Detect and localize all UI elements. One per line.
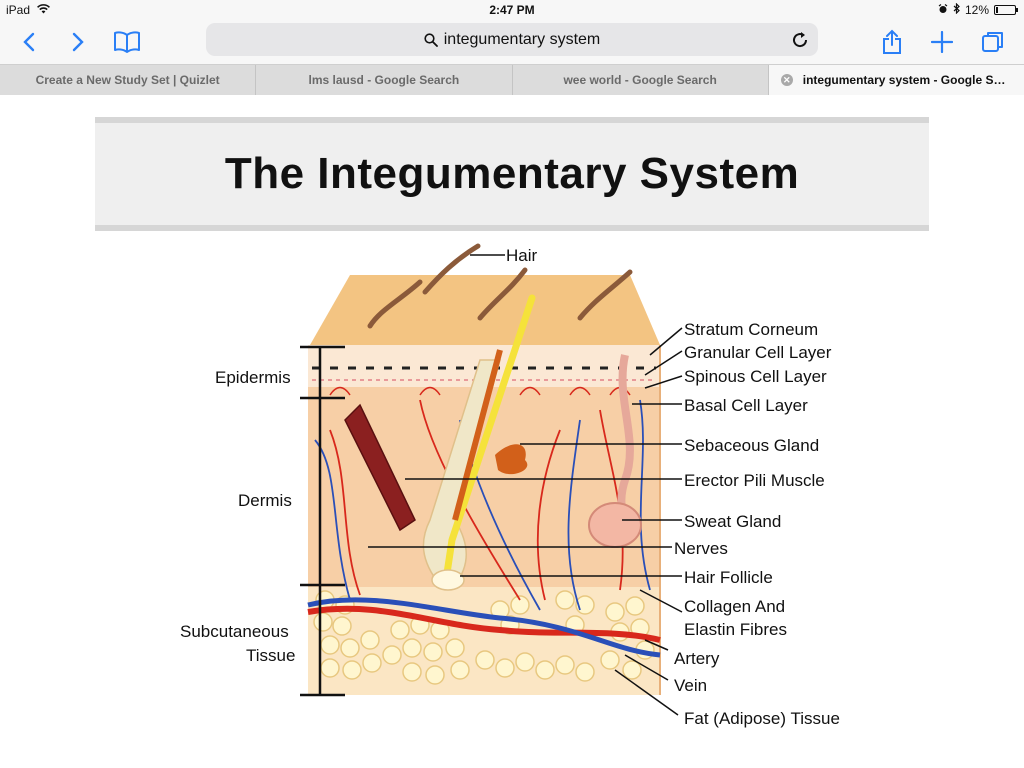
sebaceous-gland [495,444,528,475]
label-erector: Erector Pili Muscle [684,471,825,490]
inner-root-sheath [452,349,503,521]
browser-toolbar: integumentary system [0,20,1024,64]
label-sweat: Sweat Gland [684,512,781,531]
status-bar: iPad 2:47 PM 12% [0,0,1024,20]
label-vein: Vein [674,676,707,695]
tab-bar: Create a New Study Set | Quizlet lms lau… [0,64,1024,95]
reload-icon[interactable] [790,30,810,50]
sweat-gland [588,502,642,548]
tabs-overview-button[interactable] [977,26,1009,58]
tab-quizlet[interactable]: Create a New Study Set | Quizlet [0,65,257,95]
dermal-papillae [329,386,631,396]
label-sebaceous: Sebaceous Gland [684,436,819,455]
search-icon [424,32,438,47]
diagram-title: The Integumentary System [224,149,800,198]
label-nerves: Nerves [674,539,728,558]
vein [307,597,661,658]
erector-pili-muscle [344,403,416,532]
close-tab-icon[interactable]: ✕ [780,74,793,86]
label-fat: Fat (Adipose) Tissue [684,709,840,728]
tab-label: lms lausd - Google Search [308,73,460,87]
label-spinous: Spinous Cell Layer [684,367,827,386]
tab-lms-lausd[interactable]: lms lausd - Google Search [256,65,513,95]
label-epidermis: Epidermis [215,368,291,387]
label-basal: Basal Cell Layer [684,396,808,415]
plus-icon [931,31,953,53]
forward-button[interactable] [62,26,94,58]
new-tab-button[interactable] [926,26,958,58]
bluetooth-icon [953,2,960,17]
clock: 2:47 PM [489,3,535,17]
leader-lines [368,254,683,716]
chevron-right-icon [72,32,84,52]
capillaries-blue [314,399,651,611]
tab-wee-world[interactable]: wee world - Google Search [513,65,769,95]
surface-hairs [367,243,633,329]
label-artery: Artery [674,649,720,668]
artery [307,605,661,643]
tab-label: integumentary system - Google Sea... [802,73,1012,87]
label-subcutaneous: Subcutaneous [180,622,289,641]
layer-brackets [300,345,345,697]
tab-integumentary[interactable]: ✕ integumentary system - Google Sea... [768,65,1024,95]
skin-diagram: Epidermis Dermis Subcutaneous Tissue Hai… [180,243,840,728]
battery-icon [994,5,1018,15]
address-bar[interactable]: integumentary system [206,23,818,56]
alarm-icon [938,3,948,17]
diagram-title-banner: The Integumentary System [95,117,929,231]
book-icon [114,31,140,53]
battery-fill [996,7,998,13]
label-hair: Hair [506,246,538,265]
hair-bulb [431,569,465,591]
battery-percent: 12% [964,3,989,17]
share-icon [883,29,901,54]
diagram-labels: Epidermis Dermis Subcutaneous Tissue Hai… [180,246,840,728]
page-content: The Integumentary System [0,95,1024,768]
bookmarks-button[interactable] [111,26,143,58]
label-dermis: Dermis [238,491,292,510]
tab-label: Create a New Study Set | Quizlet [35,73,220,87]
label-tissue: Tissue [246,646,295,665]
label-elastin: Elastin Fibres [684,620,787,639]
label-granular: Granular Cell Layer [684,343,832,362]
share-button[interactable] [876,26,908,58]
label-stratum-corneum: Stratum Corneum [684,320,818,339]
tab-label: wee world - Google Search [563,73,717,87]
tabs-icon [982,32,1003,52]
device-name: iPad [6,3,31,17]
chevron-left-icon [23,32,35,52]
address-text: integumentary system [443,30,601,48]
back-button[interactable] [13,26,45,58]
hair-shaft [442,294,536,584]
wifi-icon [36,3,51,17]
label-collagen: Collagen And [684,597,785,616]
label-follicle: Hair Follicle [684,568,773,587]
